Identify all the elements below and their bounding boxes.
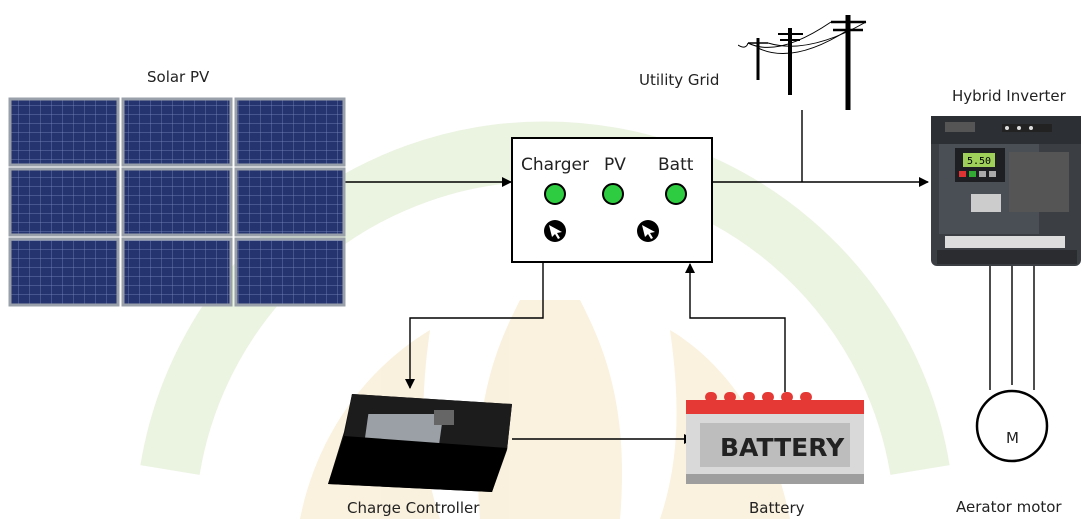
pv-indicator-light	[602, 183, 624, 205]
wire-box-to-controller	[405, 261, 544, 389]
switch-knob-icon	[544, 220, 566, 242]
hybrid-inverter-device: 5.50	[931, 116, 1081, 266]
control-box: Charger PV Batt	[511, 137, 713, 263]
charge-controller-device	[328, 394, 512, 492]
batt-indicator-label: Batt	[658, 155, 694, 175]
battery-label: Battery	[749, 499, 805, 517]
solar-pv-label: Solar PV	[147, 68, 210, 86]
charger-indicator-light	[544, 183, 566, 205]
solar-pv-array	[8, 97, 346, 307]
hybrid-inverter-label: Hybrid Inverter	[952, 87, 1066, 105]
charge-controller-label: Charge Controller	[347, 499, 480, 517]
batt-indicator-light	[665, 183, 687, 205]
wire-battery-to-box	[685, 263, 786, 392]
charger-label: Charger	[521, 155, 589, 175]
motor-letter: M	[1006, 429, 1019, 447]
battery-text: BATTERY	[720, 433, 845, 462]
indicator-panel	[544, 183, 687, 242]
pv-indicator-label: PV	[604, 155, 626, 175]
utility-pole-icon	[738, 15, 867, 110]
aerator-motor-label: Aerator motor	[956, 498, 1062, 516]
utility-grid-label: Utility Grid	[639, 71, 720, 89]
inverter-display-value: 5.50	[967, 156, 991, 167]
switch-knob-icon	[637, 220, 659, 242]
battery-device	[686, 392, 864, 484]
motor-symbol	[975, 389, 1049, 463]
